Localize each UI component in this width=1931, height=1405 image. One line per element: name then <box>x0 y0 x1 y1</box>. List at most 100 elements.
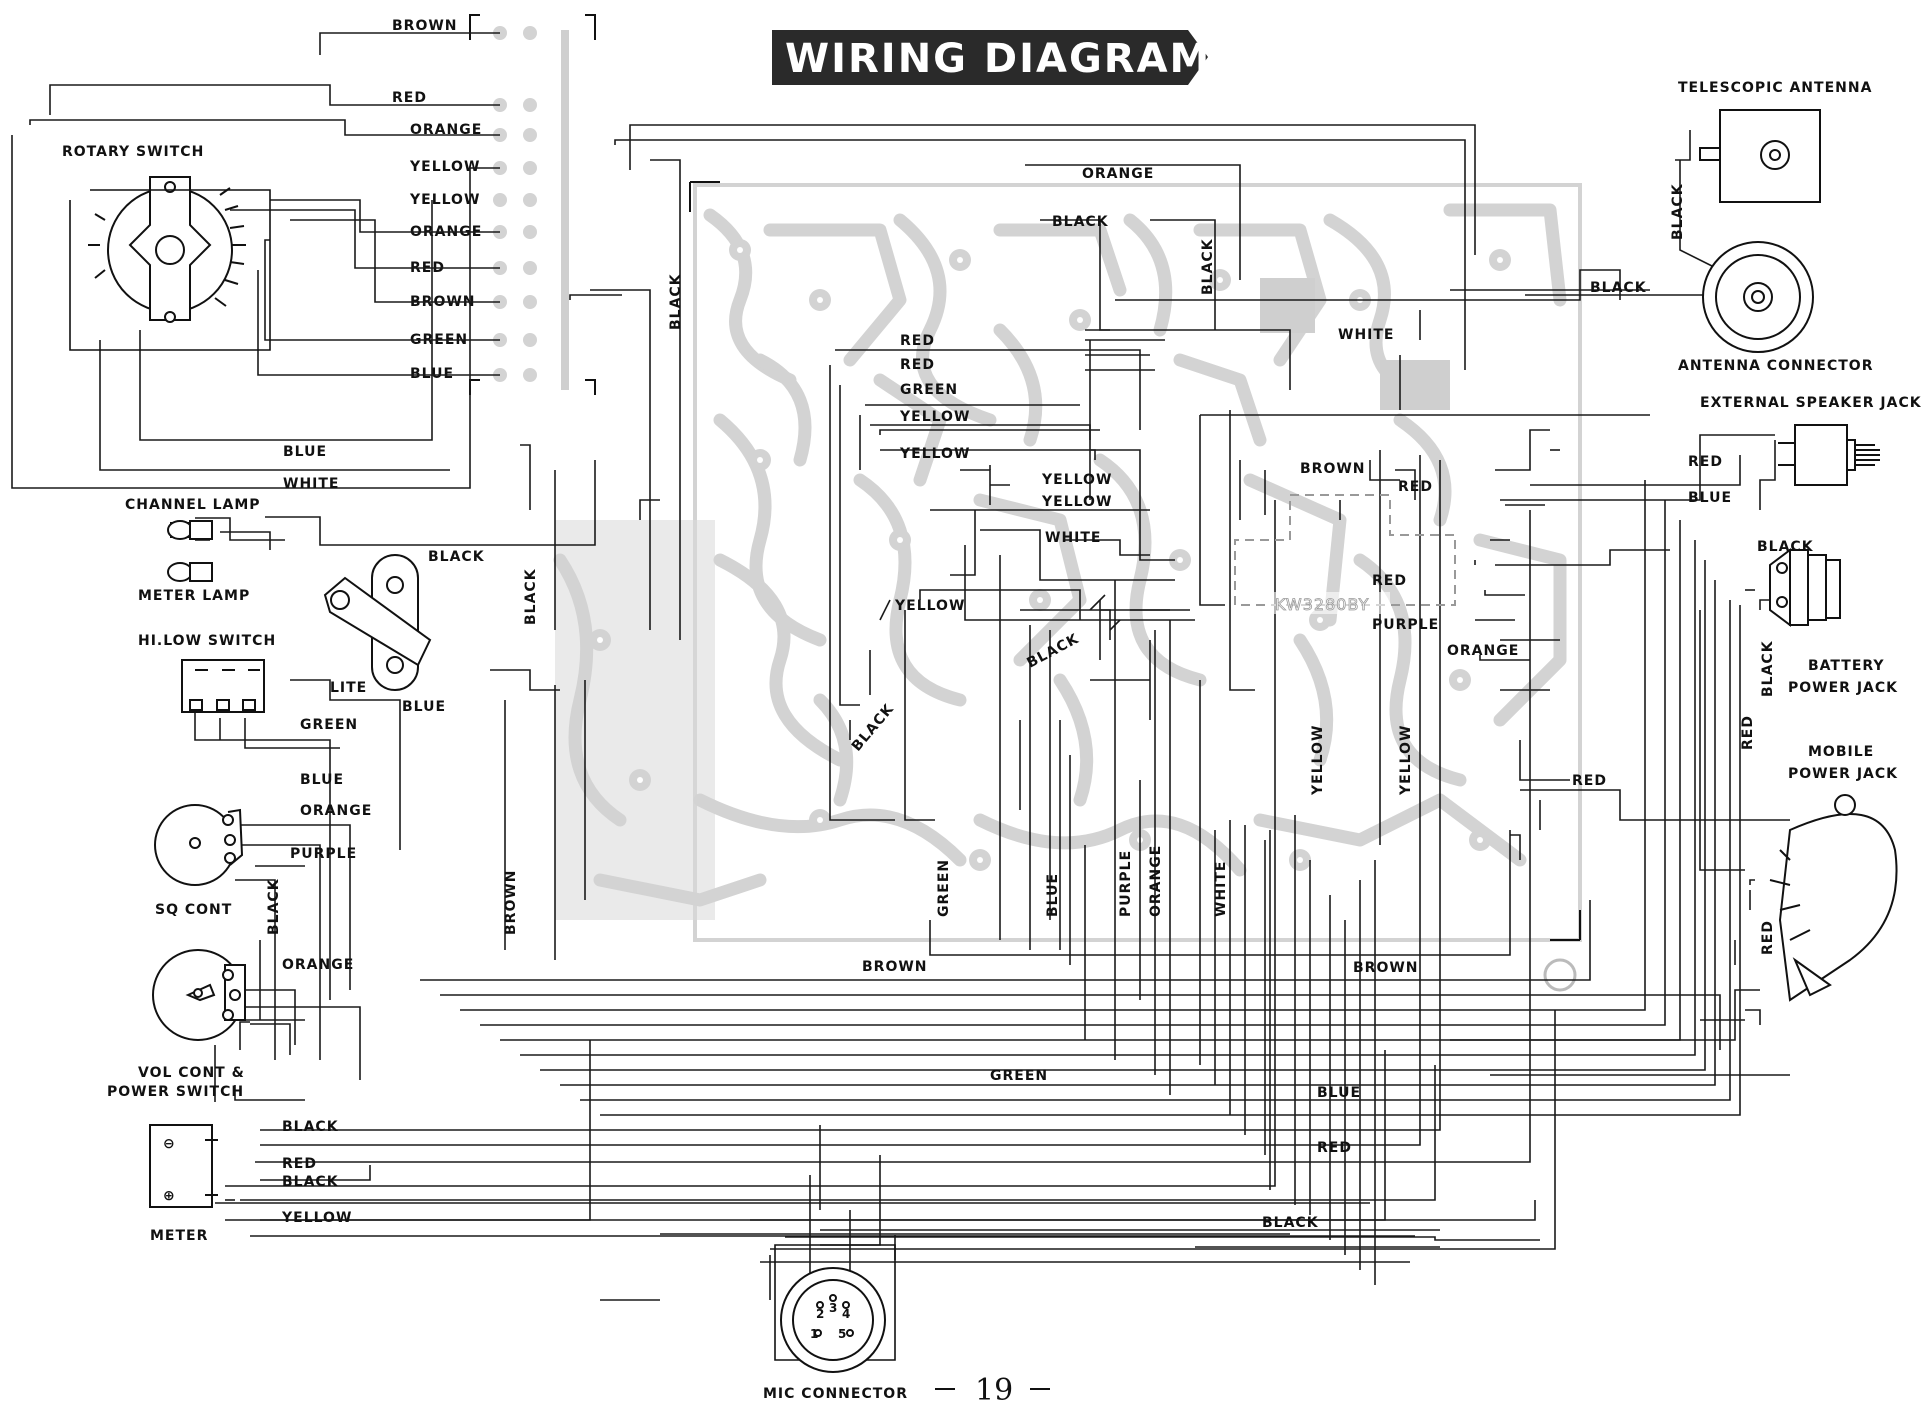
terminal-label-red-1: RED <box>392 90 427 106</box>
telescopic-antenna-label: TELESCOPIC ANTENNA <box>1678 80 1872 96</box>
vol-cont-label-2: POWER SWITCH <box>107 1084 244 1100</box>
meter: ⊖ ⊕ <box>149 1124 218 1208</box>
wire-label-black-sq: BLACK <box>266 878 282 935</box>
wire-label-red-bottom: RED <box>1317 1140 1352 1156</box>
wire-label-blue-bottom: BLUE <box>1317 1085 1361 1101</box>
wire-label-red-right-top: RED <box>1398 479 1433 495</box>
mic-connector: 1 2 3 4 5 <box>774 1244 896 1373</box>
mobile-power-jack-label-2: POWER JACK <box>1788 766 1898 782</box>
board-module: KW3280BY <box>1234 494 1456 614</box>
wire-label-red-batt-v: RED <box>1740 715 1756 750</box>
wire-label-green-v: GREEN <box>936 859 952 917</box>
wire-label-black-diag-2: BLACK <box>849 701 898 755</box>
battery-power-jack-label-1: BATTERY <box>1808 658 1885 674</box>
meter-lamp-label: METER LAMP <box>138 588 250 604</box>
sq-cont-label: SQ CONT <box>155 902 232 918</box>
wire-label-white-v: WHITE <box>1213 861 1229 917</box>
wire-label-green-1: GREEN <box>900 382 958 398</box>
wire-label-purple-v: PURPLE <box>1118 850 1134 917</box>
mic-pin-5: 5 <box>838 1327 847 1341</box>
board-marking: KW3280BY <box>1275 595 1369 614</box>
lite-switch <box>323 554 432 691</box>
mic-pin-2: 2 <box>816 1307 825 1321</box>
rotary-switch <box>69 176 271 351</box>
wire-label-yellow-4: YELLOW <box>1041 494 1112 510</box>
wire-label-black-batt-v: BLACK <box>1760 640 1776 697</box>
wire-label-black-antenna-v: BLACK <box>1670 183 1686 240</box>
wire-label-red-2: RED <box>900 357 935 373</box>
terminal-label-orange-1: ORANGE <box>410 122 482 138</box>
wire-label-blue-v: BLUE <box>1045 873 1061 917</box>
title-banner: WIRING DIAGRAM <box>772 30 1211 85</box>
wire-label-blue-ext-spk: BLUE <box>1688 490 1732 506</box>
wire-label-yellow-left-mid: YELLOW <box>894 598 965 614</box>
wire-label-yellow-2: YELLOW <box>899 446 970 462</box>
wire-label-brown-board-left: BROWN <box>503 869 519 935</box>
wire-harness <box>11 32 1790 1301</box>
external-speaker-jack <box>1778 424 1880 486</box>
pcb-board <box>553 181 1582 992</box>
wire-label-yellow-meter: YELLOW <box>281 1210 352 1226</box>
wire-label-white-top: WHITE <box>1338 327 1394 343</box>
wire-label-black-top-vert: BLACK <box>1200 238 1216 295</box>
hi-low-switch <box>181 659 265 713</box>
terminal-label-yellow-2: YELLOW <box>409 192 480 208</box>
wire-label-black-antenna: BLACK <box>1590 280 1647 296</box>
mic-pin-4: 4 <box>842 1307 851 1321</box>
wire-label-blue-rotary: BLUE <box>283 444 327 460</box>
mic-connector-label: MIC CONNECTOR <box>763 1386 908 1402</box>
wire-label-white-rotary: WHITE <box>283 476 339 492</box>
wire-label-black-main-mid: BLACK <box>668 273 684 330</box>
mobile-power-jack-label-1: MOBILE <box>1808 744 1874 760</box>
wire-label-black-bottom: BLACK <box>1262 1215 1319 1231</box>
mobile-power-jack <box>1769 794 1898 1002</box>
wire-label-red-right-mid: RED <box>1372 573 1407 589</box>
page-number: 19 <box>935 1373 1050 1405</box>
rotary-switch-label: ROTARY SWITCH <box>62 144 204 160</box>
mic-pin-1: 1 <box>810 1327 819 1341</box>
meter-plus-symbol: ⊕ <box>163 1188 176 1204</box>
wire-label-yellow-v1: YELLOW <box>1310 725 1326 796</box>
wire-label-red-meter: RED <box>282 1156 317 1172</box>
channel-lamp-label: CHANNEL LAMP <box>125 497 261 513</box>
wire-label-black-top: BLACK <box>1052 214 1109 230</box>
volume-control <box>152 949 246 1041</box>
wire-label-brown-bottom-1: BROWN <box>862 959 928 975</box>
terminal-label-yellow-1: YELLOW <box>409 159 480 175</box>
wire-label-brown-right: BROWN <box>1300 461 1366 477</box>
component-captions: ROTARY SWITCH CHANNEL LAMP METER LAMP HI… <box>62 80 1921 1402</box>
battery-power-jack <box>1769 548 1841 627</box>
hi-low-switch-label: HI.LOW SWITCH <box>138 633 276 649</box>
wire-label-yellow-1: YELLOW <box>899 409 970 425</box>
wire-label-blue-hilow: BLUE <box>300 772 344 788</box>
wire-label-red-1: RED <box>900 333 935 349</box>
meter-label: METER <box>150 1228 208 1244</box>
wire-label-brown-bottom-2: BROWN <box>1353 960 1419 976</box>
wire-label-black-lamp: BLACK <box>428 549 485 565</box>
wire-label-red-ext-spk: RED <box>1688 454 1723 470</box>
wire-label-green-bottom: GREEN <box>990 1068 1048 1084</box>
terminal-strip-labels: BROWN RED ORANGE YELLOW YELLOW ORANGE RE… <box>392 18 482 382</box>
wire-label-orange-vol: ORANGE <box>282 957 354 973</box>
lite-label: LITE <box>330 680 367 696</box>
wire-label-black-main-left: BLACK <box>523 568 539 625</box>
wire-label-black-meter: BLACK <box>282 1119 339 1135</box>
wire-label-orange-top: ORANGE <box>1082 166 1154 182</box>
wire-label-yellow-3: YELLOW <box>1041 472 1112 488</box>
meter-lamp <box>167 562 213 582</box>
wire-label-orange-right: ORANGE <box>1447 643 1519 659</box>
wire-label-orange-v: ORANGE <box>1148 845 1164 917</box>
wire-label-purple-sq: PURPLE <box>290 846 357 862</box>
telescopic-antenna <box>1699 109 1821 203</box>
antenna-connector <box>1702 241 1814 353</box>
wire-label-orange-sq: ORANGE <box>300 803 372 819</box>
wire-label-white-mid: WHITE <box>1045 530 1101 546</box>
wire-label-red-board-right: RED <box>1572 773 1607 789</box>
wire-label-blue-lite: BLUE <box>402 699 446 715</box>
antenna-connector-label: ANTENNA CONNECTOR <box>1678 358 1874 374</box>
wire-label-black-meter-2: BLACK <box>282 1174 339 1190</box>
wire-label-black-batt: BLACK <box>1757 539 1814 555</box>
diagram-title: WIRING DIAGRAM <box>785 36 1211 82</box>
channel-lamp <box>167 520 213 540</box>
terminal-label-brown-1: BROWN <box>392 18 458 34</box>
